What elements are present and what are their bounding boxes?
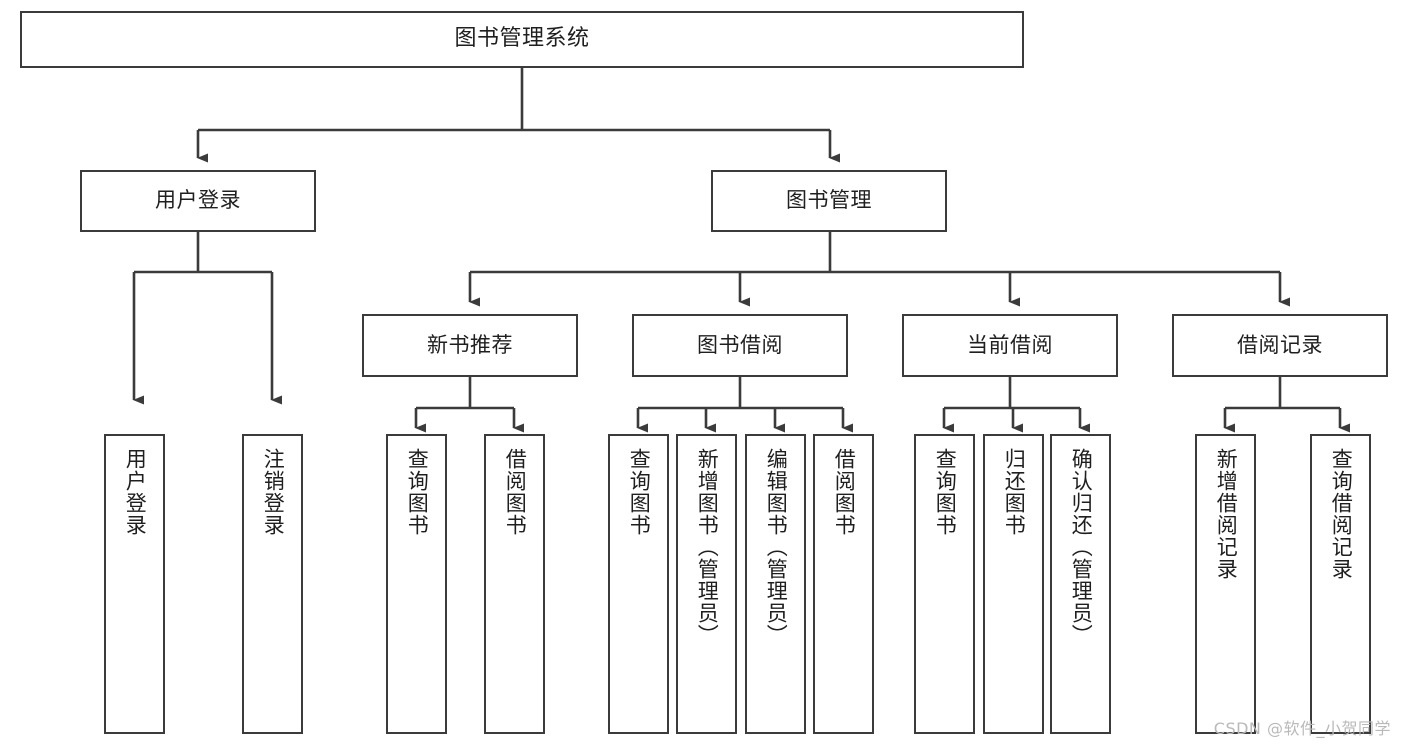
node-book-borrow[interactable]: 图书借阅 [632, 314, 848, 377]
leaf-label: 用户登录 [123, 448, 148, 536]
leaf-label: 查询图书 [405, 448, 430, 536]
leaf-label: 借阅图书 [503, 448, 528, 536]
leaf-label: 确认归还（管理员） [1069, 448, 1094, 646]
leaf-current-borrow-return[interactable]: 归还图书 [983, 434, 1044, 734]
leaf-new-book-query[interactable]: 查询图书 [386, 434, 447, 734]
node-book-management[interactable]: 图书管理 [711, 170, 947, 232]
leaf-borrow-record-add[interactable]: 新增借阅记录 [1195, 434, 1256, 734]
leaf-label: 查询图书 [933, 448, 958, 536]
leaf-book-borrow-edit[interactable]: 编辑图书（管理员） [745, 434, 806, 734]
node-new-book-recommend[interactable]: 新书推荐 [362, 314, 578, 377]
node-borrow-record[interactable]: 借阅记录 [1172, 314, 1388, 377]
leaf-label: 编辑图书（管理员） [764, 448, 789, 646]
leaf-book-borrow-lend[interactable]: 借阅图书 [813, 434, 874, 734]
leaf-label: 注销登录 [261, 448, 286, 536]
node-user-login[interactable]: 用户登录 [80, 170, 316, 232]
leaf-label: 新增借阅记录 [1214, 448, 1239, 580]
leaf-label: 归还图书 [1002, 448, 1027, 536]
leaf-label: 借阅图书 [832, 448, 857, 536]
leaf-label: 新增图书（管理员） [695, 448, 720, 646]
leaf-book-borrow-add[interactable]: 新增图书（管理员） [676, 434, 737, 734]
leaf-current-borrow-confirm-return[interactable]: 确认归还（管理员） [1050, 434, 1111, 734]
leaf-user-login-signin[interactable]: 用户登录 [104, 434, 165, 734]
node-current-borrow[interactable]: 当前借阅 [902, 314, 1118, 377]
leaf-current-borrow-query[interactable]: 查询图书 [914, 434, 975, 734]
leaf-label: 查询借阅记录 [1329, 448, 1354, 580]
leaf-label: 查询图书 [627, 448, 652, 536]
watermark: CSDN @软件_小贺同学 [1213, 719, 1391, 738]
node-root-system[interactable]: 图书管理系统 [20, 11, 1024, 68]
leaf-new-book-borrow[interactable]: 借阅图书 [484, 434, 545, 734]
leaf-book-borrow-query[interactable]: 查询图书 [608, 434, 669, 734]
leaf-user-login-signout[interactable]: 注销登录 [242, 434, 303, 734]
leaf-borrow-record-query[interactable]: 查询借阅记录 [1310, 434, 1371, 734]
